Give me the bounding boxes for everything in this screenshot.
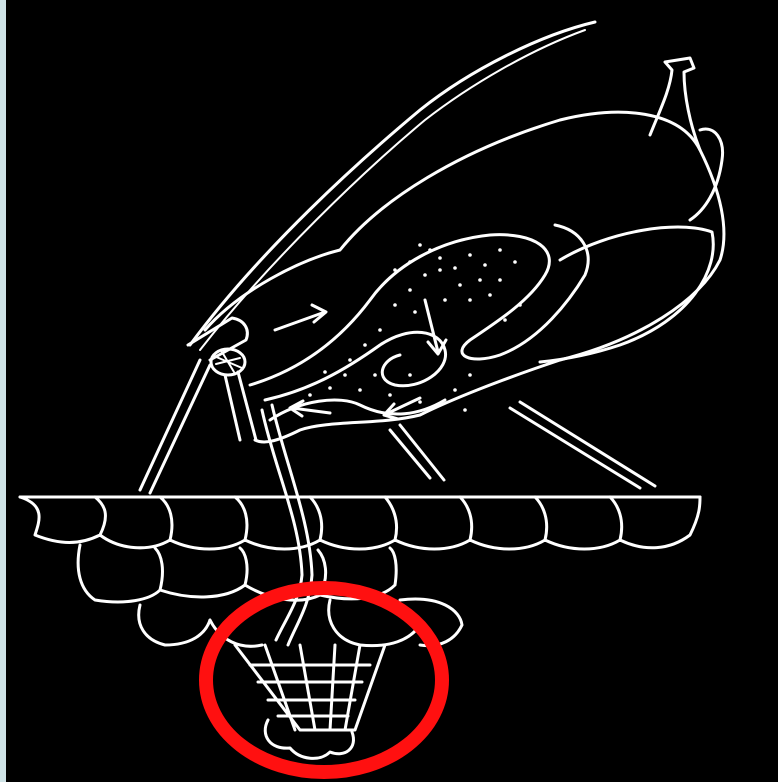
stipple-dot — [498, 278, 502, 282]
stipple-dot — [408, 373, 412, 377]
stipple-dot — [503, 318, 507, 322]
stipple-dot — [463, 408, 467, 412]
stipple-dot — [443, 298, 447, 302]
stipple-dot — [423, 273, 427, 277]
stipple-dot — [343, 373, 347, 377]
stipple-dot — [498, 248, 502, 252]
stipple-dot — [328, 386, 332, 390]
stipple-dot — [413, 310, 417, 314]
stipple-dot — [478, 278, 482, 282]
stipple-dot — [358, 388, 362, 392]
stipple-dot — [488, 293, 492, 297]
stipple-dot — [418, 400, 422, 404]
stipple-dot — [468, 253, 472, 257]
stipple-dot — [458, 283, 462, 287]
stipple-dot — [468, 298, 472, 302]
stipple-dot — [308, 393, 312, 397]
stipple-dot — [428, 248, 432, 252]
stipple-dot — [438, 403, 442, 407]
stipple-dot — [418, 243, 422, 247]
stipple-dot — [438, 256, 442, 260]
stipple-dot — [393, 268, 397, 272]
stipple-dot — [388, 393, 392, 397]
stipple-dot — [378, 328, 382, 332]
stipple-dot — [373, 373, 377, 377]
stipple-dot — [363, 343, 367, 347]
stipple-dot — [518, 303, 522, 307]
stipple-dot — [483, 263, 487, 267]
stipple-dot — [438, 268, 442, 272]
stipple-dot — [513, 260, 517, 264]
stipple-dot — [408, 288, 412, 292]
stipple-dot — [468, 373, 472, 377]
stipple-dot — [453, 388, 457, 392]
stipple-dot — [453, 266, 457, 270]
stipple-dot — [393, 303, 397, 307]
stipple-dot — [408, 260, 412, 264]
stipple-dot — [348, 358, 352, 362]
stipple-dot — [323, 370, 327, 374]
